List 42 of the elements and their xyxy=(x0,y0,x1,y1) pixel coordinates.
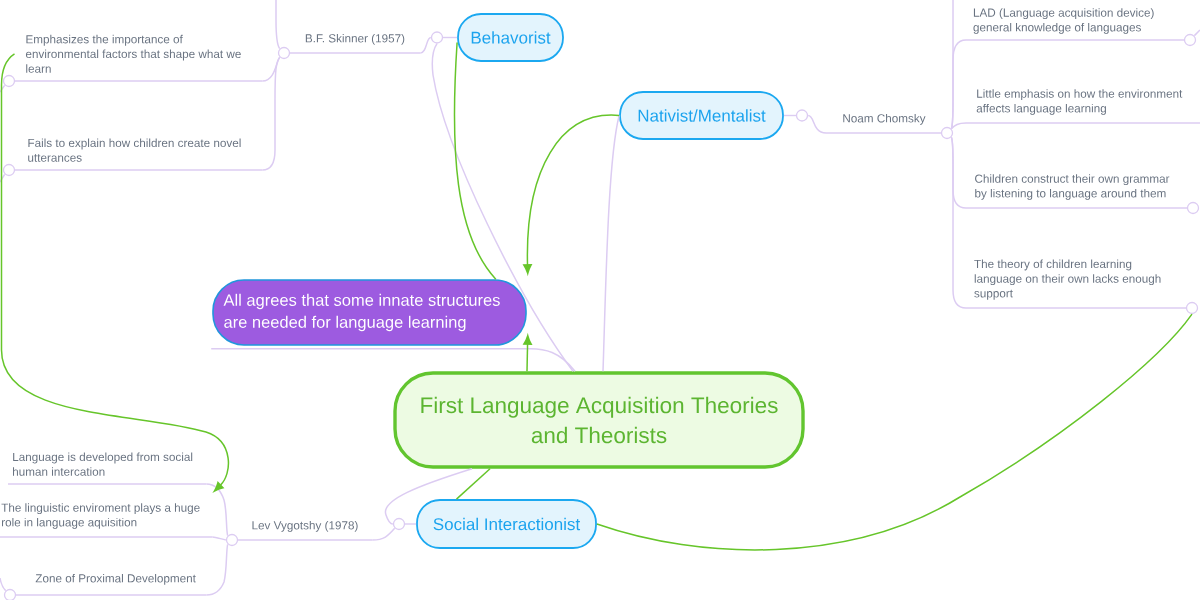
connector-line xyxy=(596,313,1193,551)
branch-line xyxy=(950,0,954,130)
topic-label: Fails to explain how children create novel utterances xyxy=(13,138,264,171)
branch-line xyxy=(602,114,620,373)
topic-label: B.F. Skinner (1957) xyxy=(288,33,422,54)
topic-label: Language is developed from social human intercation xyxy=(7,452,208,485)
branch-line xyxy=(1193,29,1200,37)
branch-line xyxy=(205,543,229,596)
note-box: All agrees that some innate structures are needed for language learning xyxy=(210,279,528,350)
topic-label: Emphasizes the importance of environmental factors that shape what we learn xyxy=(13,34,264,82)
branch-line xyxy=(807,114,827,134)
central-topic-box: First Language Acquisition Theories and Theorists xyxy=(393,371,805,469)
topic-label: Children construct their own grammar by listening to language around them xyxy=(965,174,1189,209)
connector-arrow xyxy=(523,334,532,373)
topic-label: Lev Vygotshy (1978) xyxy=(236,520,374,541)
topic-box: Behavorist xyxy=(457,13,564,62)
topic-label: Little emphasis on how the environment affects language learning xyxy=(965,89,1200,124)
connector-line xyxy=(453,41,497,280)
branch-line xyxy=(384,467,473,525)
topic-box: Social Interactionist xyxy=(416,499,597,549)
branch-line xyxy=(205,483,229,537)
branch-line xyxy=(431,42,574,373)
branch-line xyxy=(950,122,967,130)
connector-arrow xyxy=(0,53,230,492)
branch-line xyxy=(261,56,281,171)
branch-line xyxy=(950,136,967,309)
connector-line xyxy=(455,467,491,500)
topic-box: Nativist/Mentalist xyxy=(619,91,784,140)
topic-label: LAD (Language acquisition device) general knowledge of languages xyxy=(965,8,1186,41)
branch-line xyxy=(0,173,6,183)
topic-label: Noam Chomsky xyxy=(825,113,943,134)
branch-line xyxy=(526,347,576,373)
topic-label: The linguistic enviroment plays a huge role in language aquisition xyxy=(0,503,214,538)
branch-line xyxy=(275,0,281,50)
branch-line xyxy=(0,84,6,93)
connector-arrow xyxy=(523,114,620,275)
branch-line xyxy=(0,577,7,592)
branch-line xyxy=(211,536,227,541)
topic-label: The theory of children learning language on their own lacks enough support xyxy=(965,259,1188,309)
branch-line xyxy=(419,36,432,54)
topic-label: Zone of Proximal Development xyxy=(14,573,208,596)
branch-line xyxy=(371,527,396,541)
